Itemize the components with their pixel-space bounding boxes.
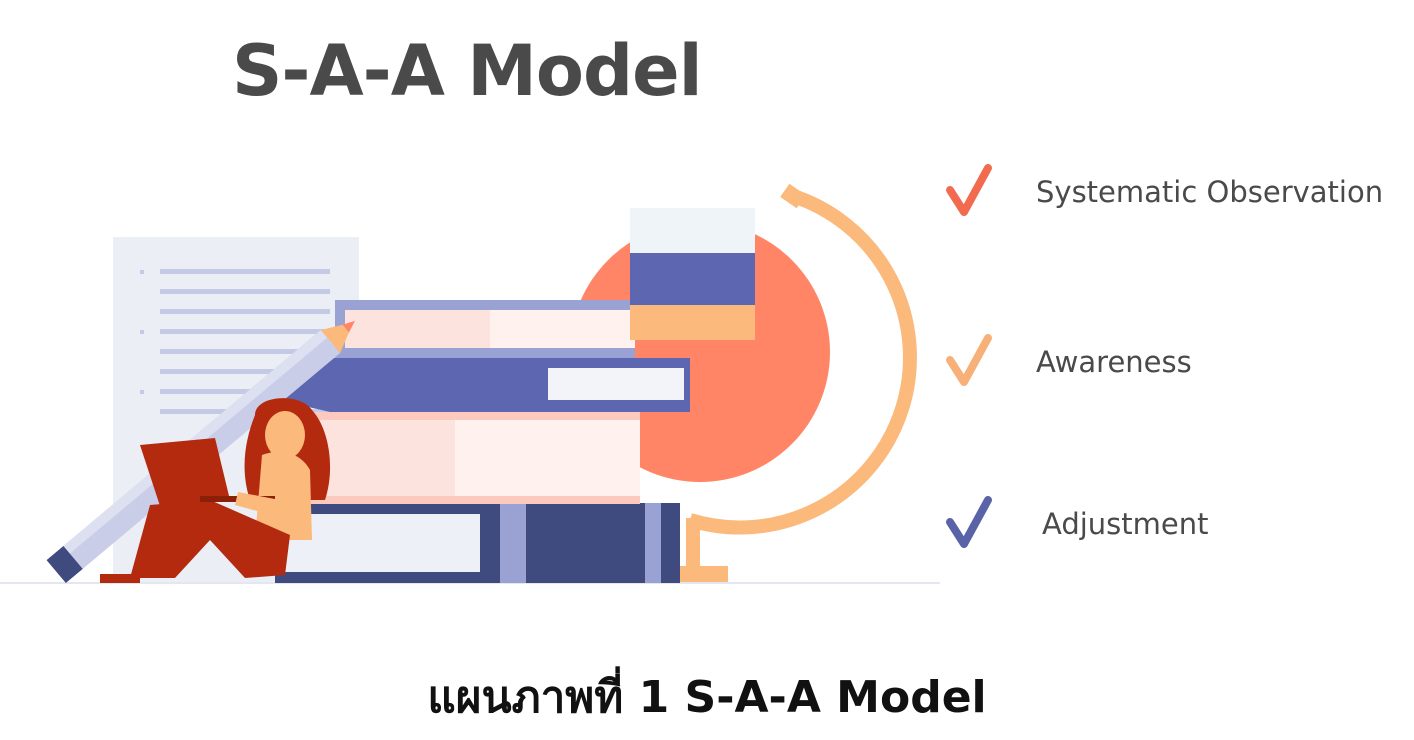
- diagram-title: S-A-A Model: [232, 30, 703, 112]
- book-top-icon: [335, 300, 635, 358]
- person-icon: [100, 398, 331, 583]
- check-icon: [946, 334, 992, 386]
- study-illustration: [0, 183, 940, 584]
- book-bottom-icon: [275, 503, 680, 583]
- checklist-item-label: Adjustment: [1042, 507, 1209, 541]
- checklist-item-label: Awareness: [1036, 345, 1192, 379]
- book-upright-icon: [630, 208, 755, 340]
- check-icon: [946, 164, 992, 216]
- checklist-item-label: Systematic Observation: [1036, 175, 1384, 209]
- book-pink-icon: [300, 412, 640, 504]
- book-indigo-icon: [270, 358, 690, 412]
- checklist-item: Adjustment: [940, 494, 1209, 554]
- figure-caption: แผนภาพที่ 1 S-A-A Model: [427, 672, 987, 723]
- checklist-item: Systematic Observation: [940, 162, 1383, 222]
- checklist-item: Awareness: [940, 332, 1192, 392]
- check-icon: [946, 496, 992, 548]
